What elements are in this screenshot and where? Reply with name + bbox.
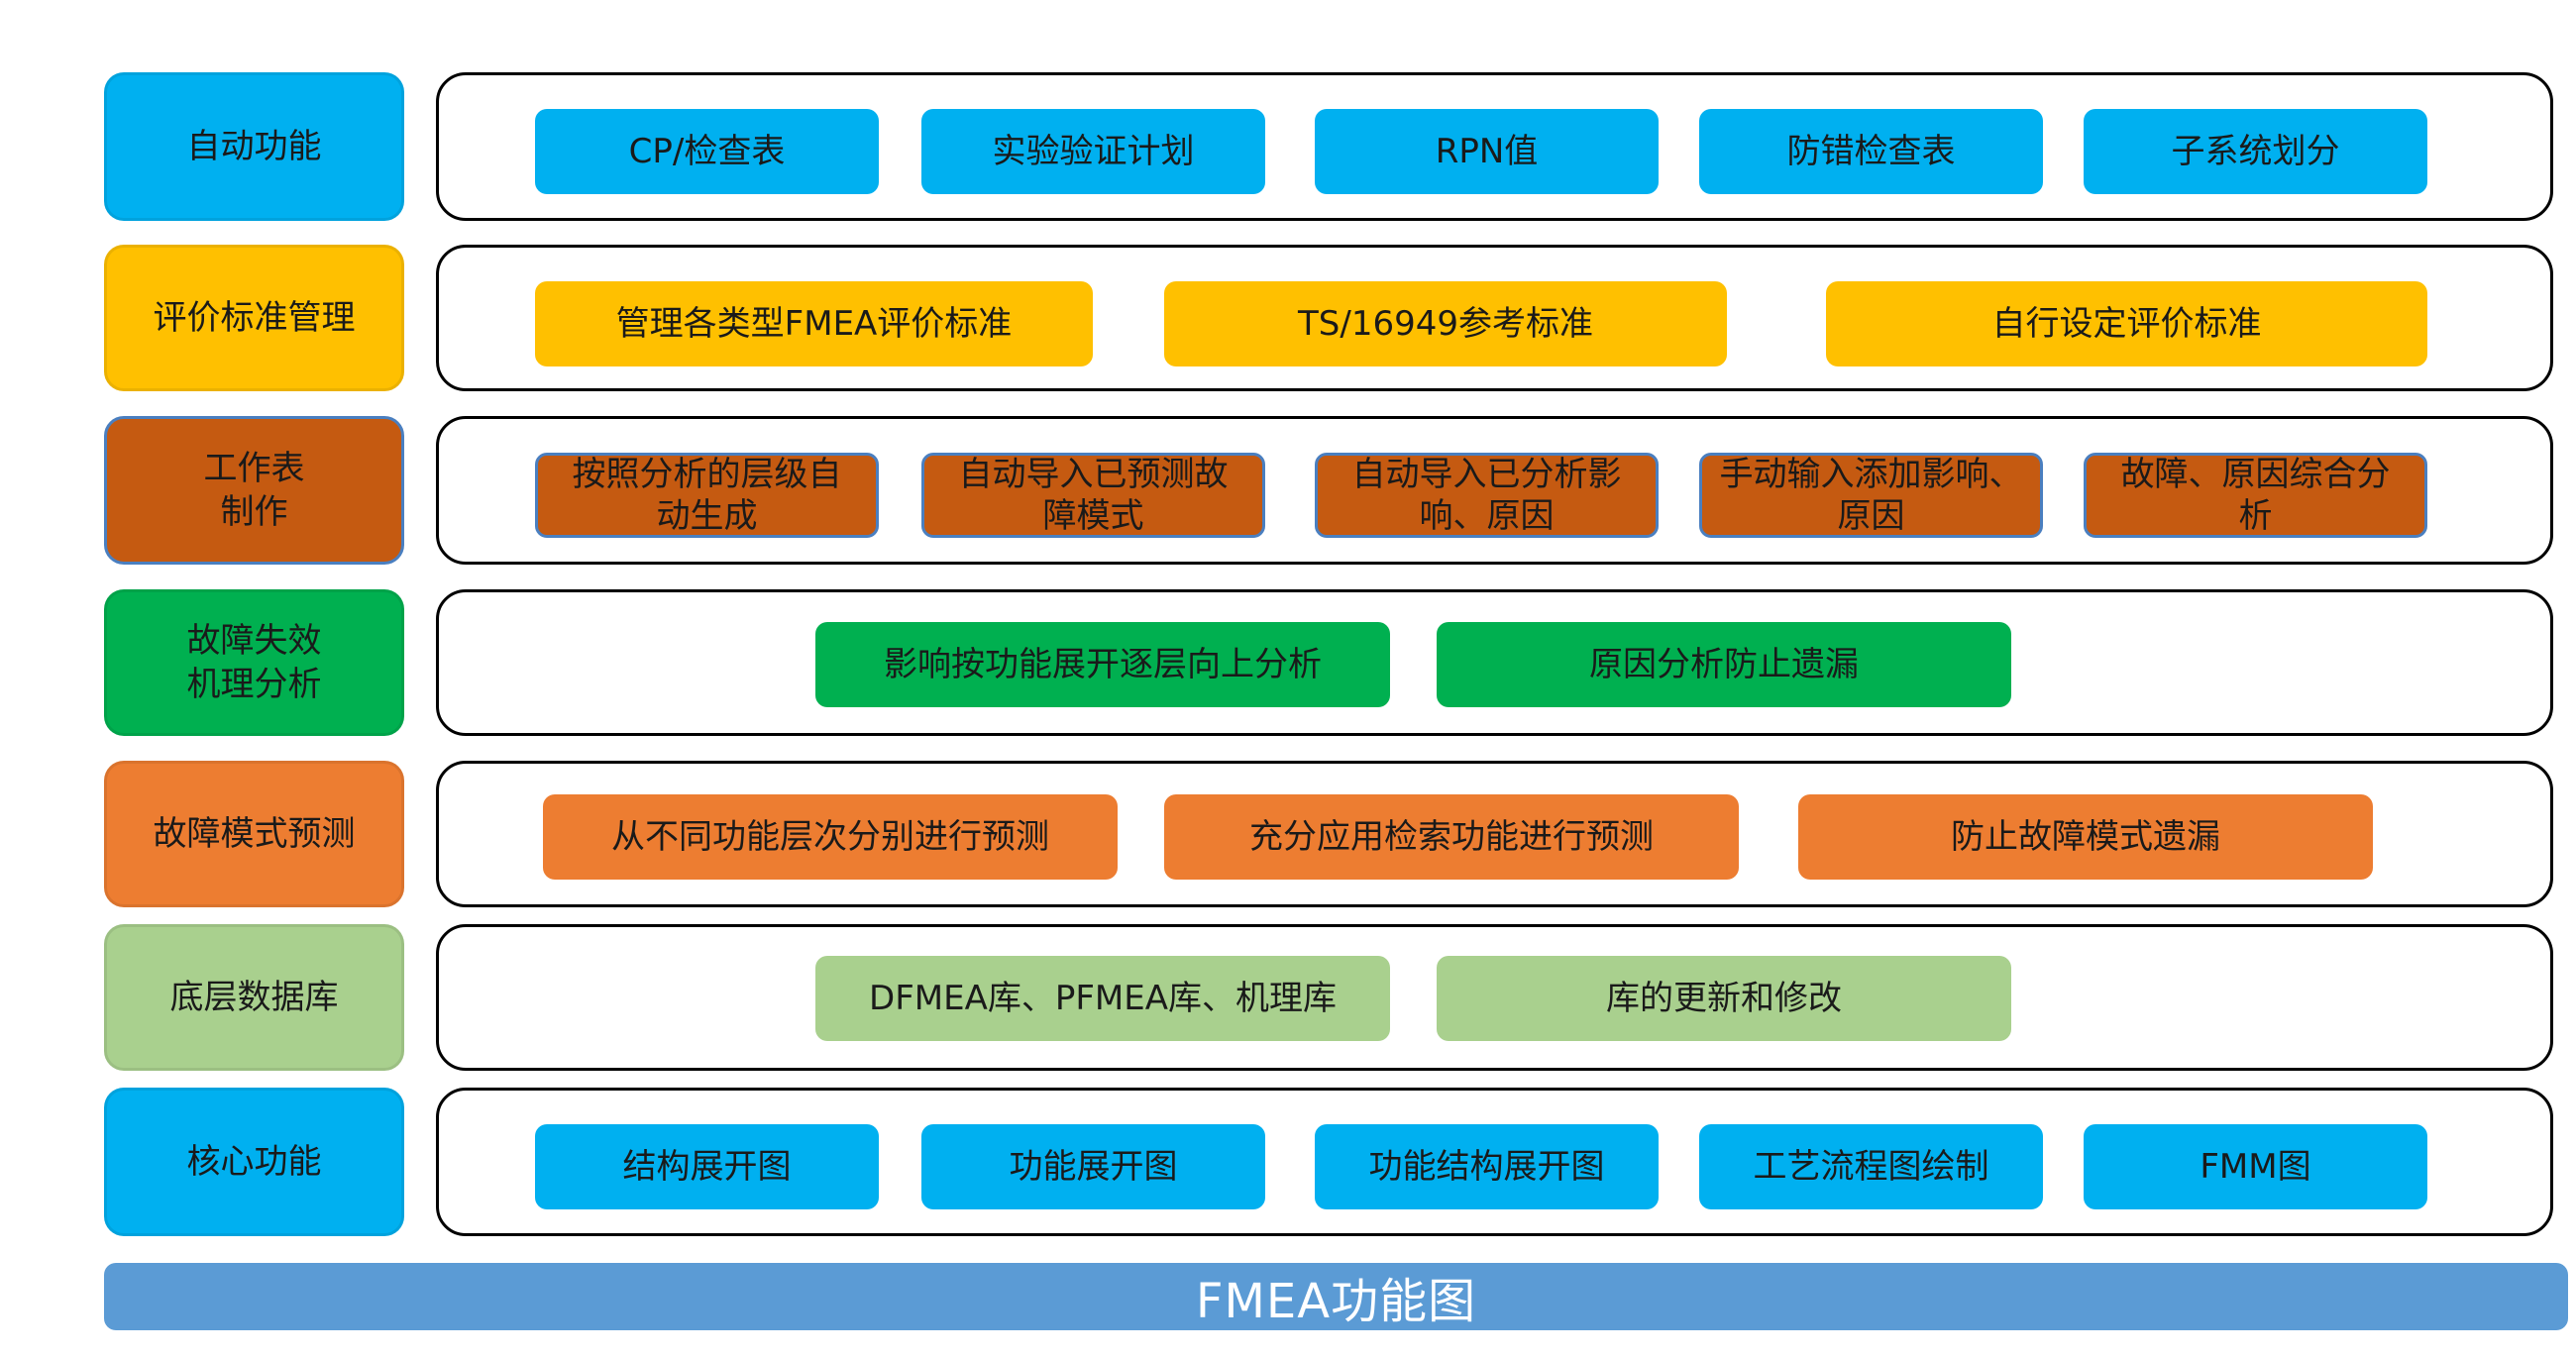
row-label-failure-mode-prediction: 故障模式预测: [104, 761, 404, 907]
item-ts16949-reference[interactable]: TS/16949参考标准: [1164, 281, 1727, 366]
item-manage-fmea-standards[interactable]: 管理各类型FMEA评价标准: [535, 281, 1093, 366]
item-function-structure-tree[interactable]: 功能结构展开图: [1315, 1124, 1659, 1209]
item-auto-generate-by-level[interactable]: 按照分析的层级自 动生成: [535, 453, 879, 538]
row-label-evaluation-standards: 评价标准管理: [104, 245, 404, 391]
item-subsystem-division[interactable]: 子系统划分: [2084, 109, 2427, 194]
item-manual-add-effects-causes[interactable]: 手动输入添加影响、 原因: [1699, 453, 2043, 538]
row-label-auto-functions: 自动功能: [104, 72, 404, 221]
item-experiment-plan[interactable]: 实验验证计划: [921, 109, 1265, 194]
item-import-predicted-failure-modes[interactable]: 自动导入已预测故 障模式: [921, 453, 1265, 538]
item-error-proofing-checklist[interactable]: 防错检查表: [1699, 109, 2043, 194]
item-fmm-chart[interactable]: FMM图: [2084, 1124, 2427, 1209]
item-process-flow-chart[interactable]: 工艺流程图绘制: [1699, 1124, 2043, 1209]
item-function-tree[interactable]: 功能展开图: [921, 1124, 1265, 1209]
item-fmea-libraries[interactable]: DFMEA库、PFMEA库、机理库: [815, 956, 1390, 1041]
item-predict-with-search[interactable]: 充分应用检索功能进行预测: [1164, 794, 1739, 880]
item-predict-by-function-levels[interactable]: 从不同功能层次分别进行预测: [543, 794, 1118, 880]
row-label-database: 底层数据库: [104, 924, 404, 1071]
item-effects-layered-analysis[interactable]: 影响按功能展开逐层向上分析: [815, 622, 1390, 707]
row-label-failure-mechanism: 故障失效 机理分析: [104, 589, 404, 736]
item-import-analyzed-effects-causes[interactable]: 自动导入已分析影 响、原因: [1315, 453, 1659, 538]
item-cp-checklist[interactable]: CP/检查表: [535, 109, 879, 194]
item-cause-analysis-prevent-omission[interactable]: 原因分析防止遗漏: [1437, 622, 2011, 707]
diagram-title-bar: FMEA功能图: [104, 1263, 2568, 1330]
item-prevent-mode-omission[interactable]: 防止故障模式遗漏: [1798, 794, 2373, 880]
item-failure-cause-analysis[interactable]: 故障、原因综合分 析: [2084, 453, 2427, 538]
row-label-core-functions: 核心功能: [104, 1088, 404, 1236]
item-structure-tree[interactable]: 结构展开图: [535, 1124, 879, 1209]
item-library-update[interactable]: 库的更新和修改: [1437, 956, 2011, 1041]
row-label-worksheet: 工作表 制作: [104, 416, 404, 565]
item-custom-standards[interactable]: 自行设定评价标准: [1826, 281, 2427, 366]
item-rpn-value[interactable]: RPN值: [1315, 109, 1659, 194]
